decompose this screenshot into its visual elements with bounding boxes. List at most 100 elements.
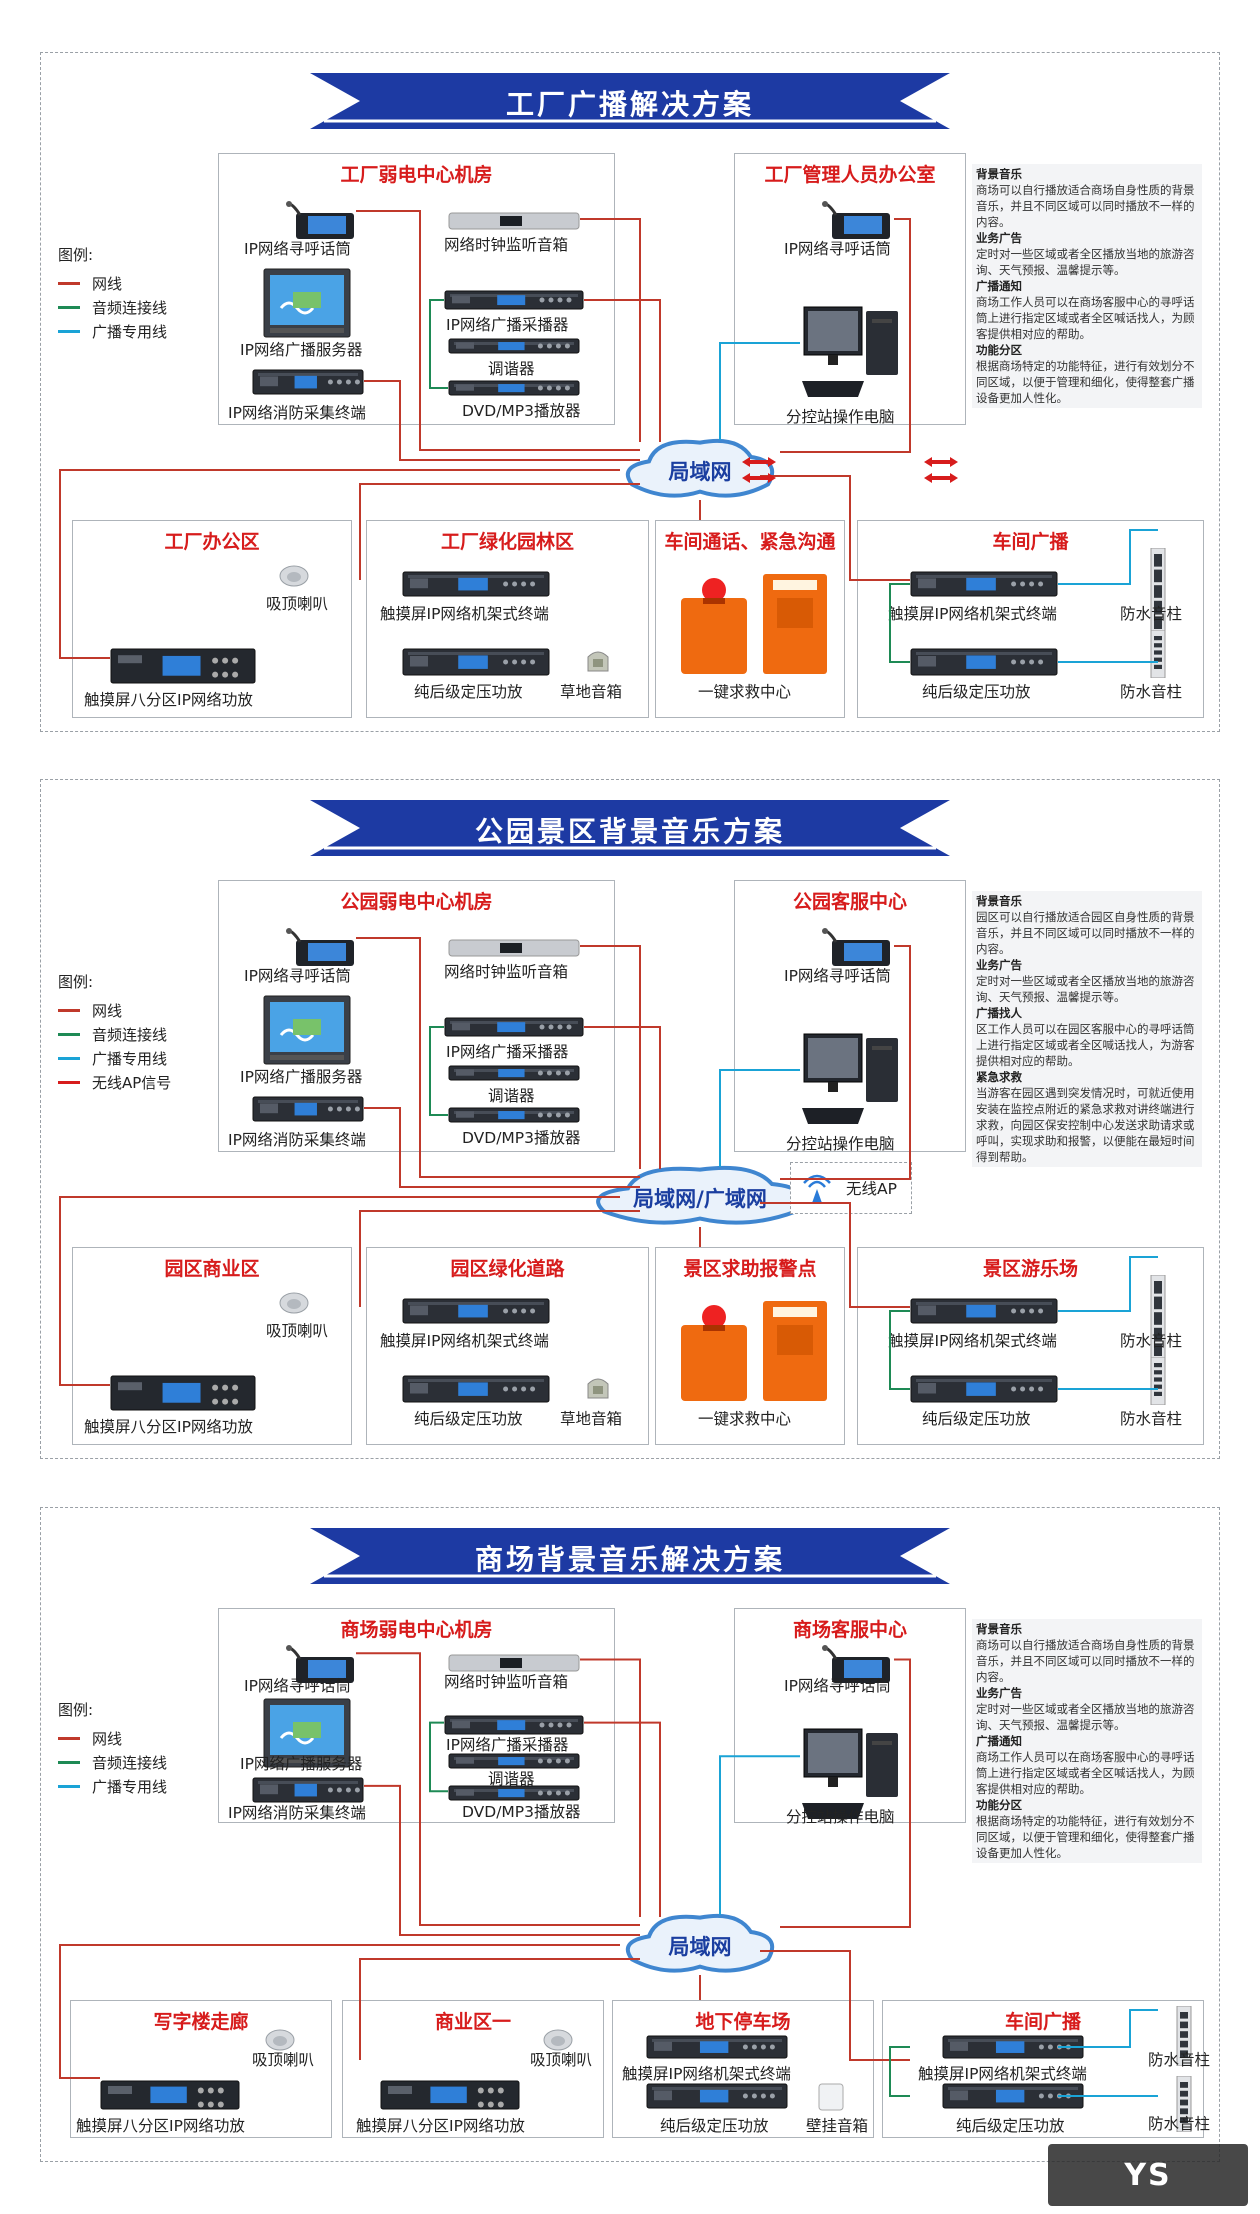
legend-swatch	[58, 1080, 80, 1084]
fire-terminal-label: IP网络消防采集终端	[228, 1804, 366, 1823]
tuner-device	[448, 1065, 580, 1081]
workshop-rack-terminal-label: 触摸屏IP网络机架式终端	[888, 605, 1057, 623]
lan-cloud-label: 局域网	[668, 460, 732, 484]
workshop-rack-terminal-device	[910, 1298, 1058, 1324]
office-paging-label: IP网络寻呼话筒	[784, 967, 891, 985]
paging-microphone-device	[286, 201, 354, 239]
banner-1	[310, 73, 950, 129]
parking-rack-terminal-device	[646, 2035, 788, 2059]
parking-post-amplifier-device	[646, 2083, 788, 2109]
description-panel: 背景音乐园区可以自行播放适合园区自身性质的背景音乐，并且不同区域可以同时播放不一…	[972, 891, 1202, 1167]
control-pc-label: 分控站操作电脑	[786, 408, 895, 426]
description-body: 当游客在园区遇到突发情况时，可就近使用安装在监控点附近的紧急求救对讲终端进行求救…	[976, 1086, 1195, 1164]
eight-zone-amplifier-device-2	[380, 2080, 520, 2110]
emergency-help-label: 一键求救中心	[698, 683, 792, 701]
legend-label: 无线AP信号	[92, 1073, 172, 1092]
broadcast-server-device	[263, 1698, 351, 1768]
workshop-post-amplifier-device	[942, 2083, 1084, 2109]
description-body: 商场工作人员可以在商场客服中心的寻呼话筒上进行指定区域或者全区喊话找人，为顾客提…	[976, 295, 1195, 341]
parking-rack-terminal-label: 触摸屏IP网络机架式终端	[622, 2065, 791, 2083]
eight-zone-amplifier-device	[100, 2080, 240, 2110]
fire-terminal-label: IP网络消防采集终端	[228, 404, 366, 422]
emergency-help-device	[681, 574, 827, 674]
legend-swatch	[58, 329, 80, 333]
clock-speaker-device	[448, 939, 580, 957]
eight-zone-amplifier-label: 触摸屏八分区IP网络功放	[84, 691, 253, 709]
zone-title: 地下停车场	[695, 2011, 791, 2033]
waterproof-column-label-2: 防水音柱	[1148, 2115, 1211, 2133]
fire-terminal-device	[252, 1777, 364, 1803]
workshop-post-amplifier-label: 纯后级定压功放	[922, 683, 1031, 701]
legend-item: 音频连接线	[58, 1022, 171, 1046]
wireless-ap-label: 无线AP	[846, 1180, 897, 1198]
zone-title: 工厂办公区	[164, 531, 260, 553]
description-panel: 背景音乐商场可以自行播放适合商场自身性质的背景音乐，并且不同区域可以同时播放不一…	[972, 164, 1202, 408]
wireless-signal-arrow	[742, 473, 776, 483]
control-pc-device	[802, 1033, 898, 1124]
collector-device	[444, 290, 584, 310]
dvd-player-label: DVD/MP3播放器	[462, 1129, 581, 1147]
zone-title: 景区游乐场	[982, 1258, 1078, 1280]
paging-microphone-device	[286, 928, 354, 966]
legend-swatch	[58, 1760, 80, 1764]
ceiling-speaker-label-2: 吸顶喇叭	[530, 2051, 593, 2069]
ceiling-speaker-device	[279, 1292, 309, 1314]
dvd-player-label: DVD/MP3播放器	[462, 1802, 581, 1821]
clock-speaker-label: 网络时钟监听音箱	[444, 236, 569, 254]
section-frame-2	[40, 779, 1220, 1459]
zone-title: 园区商业区	[164, 1258, 260, 1280]
wifi-icon	[803, 1174, 831, 1203]
clock-speaker-device	[448, 212, 580, 230]
description-heading: 背景音乐	[976, 167, 1022, 181]
legend-item: 无线AP信号	[58, 1070, 171, 1094]
ceiling-speaker-device	[279, 565, 309, 587]
legend-label: 网线	[92, 274, 123, 293]
description-heading: 功能分区	[976, 343, 1022, 357]
office-title: 商场客服中心	[792, 1619, 907, 1641]
eight-zone-amplifier-device	[110, 648, 256, 684]
parking-post-amplifier-label: 纯后级定压功放	[660, 2117, 769, 2135]
ceiling-speaker-label: 吸顶喇叭	[266, 595, 329, 613]
section-frame-3	[40, 1507, 1220, 2162]
tuner-label: 调谐器	[488, 360, 535, 378]
collector-label: IP网络广播采播器	[446, 316, 569, 334]
eight-zone-amplifier-device	[110, 1375, 256, 1411]
watermark-badge: YS	[1048, 2144, 1248, 2206]
description-body: 商场可以自行播放适合商场自身性质的背景音乐，并且不同区域可以同时播放不一样的内容…	[976, 1638, 1195, 1684]
description-body: 定时对一些区域或者全区播放当地的旅游咨询、天气预报、温馨提示等。	[976, 247, 1195, 277]
workshop-post-amplifier-label: 纯后级定压功放	[922, 1410, 1031, 1428]
zone-title: 园区绿化道路	[450, 1258, 565, 1280]
control-room-title: 工厂弱电中心机房	[340, 164, 493, 186]
legend-item: 网线	[58, 1726, 167, 1750]
office-paging-label: IP网络寻呼话筒	[784, 1676, 891, 1695]
broadcast-server-label: IP网络广播服务器	[240, 341, 363, 359]
workshop-post-amplifier-device	[910, 648, 1058, 676]
rack-terminal-device	[402, 571, 550, 597]
legend-swatch	[58, 1056, 80, 1060]
wall-speaker-device	[818, 2083, 844, 2111]
legend-label: 网线	[92, 1001, 123, 1020]
eight-zone-amplifier-label: 触摸屏八分区IP网络功放	[76, 2117, 245, 2135]
waterproof-column-device	[1150, 548, 1166, 638]
waterproof-column-label: 防水音柱	[1120, 605, 1183, 623]
zone-title: 车间广播	[992, 531, 1069, 553]
waterproof-column-device-2	[1176, 2076, 1192, 2132]
waterproof-column-label: 防水音柱	[1148, 2051, 1211, 2069]
legend-swatch	[58, 1736, 80, 1740]
legend-title: 图例:	[58, 973, 94, 991]
fire-terminal-device	[252, 1096, 364, 1122]
office-title: 工厂管理人员办公室	[764, 164, 936, 186]
lan-cloud-label: 局域网	[668, 1935, 732, 1959]
control-room-title: 商场弱电中心机房	[340, 1619, 493, 1641]
workshop-rack-terminal-label: 触摸屏IP网络机架式终端	[888, 1332, 1057, 1350]
post-amplifier-label: 纯后级定压功放	[414, 1410, 523, 1428]
legend-item: 广播专用线	[58, 1046, 171, 1070]
broadcast-server-label: IP网络广播服务器	[240, 1068, 363, 1086]
waterproof-column-device-2	[1150, 630, 1166, 678]
post-amplifier-device	[402, 648, 550, 676]
emergency-help-label: 一键求救中心	[698, 1410, 792, 1428]
legend: 图例:网线音频连接线广播专用线	[58, 1699, 167, 1798]
clock-speaker-label: 网络时钟监听音箱	[444, 1673, 569, 1692]
post-amplifier-label: 纯后级定压功放	[414, 683, 523, 701]
lawn-speaker-label: 草地音箱	[560, 683, 623, 701]
